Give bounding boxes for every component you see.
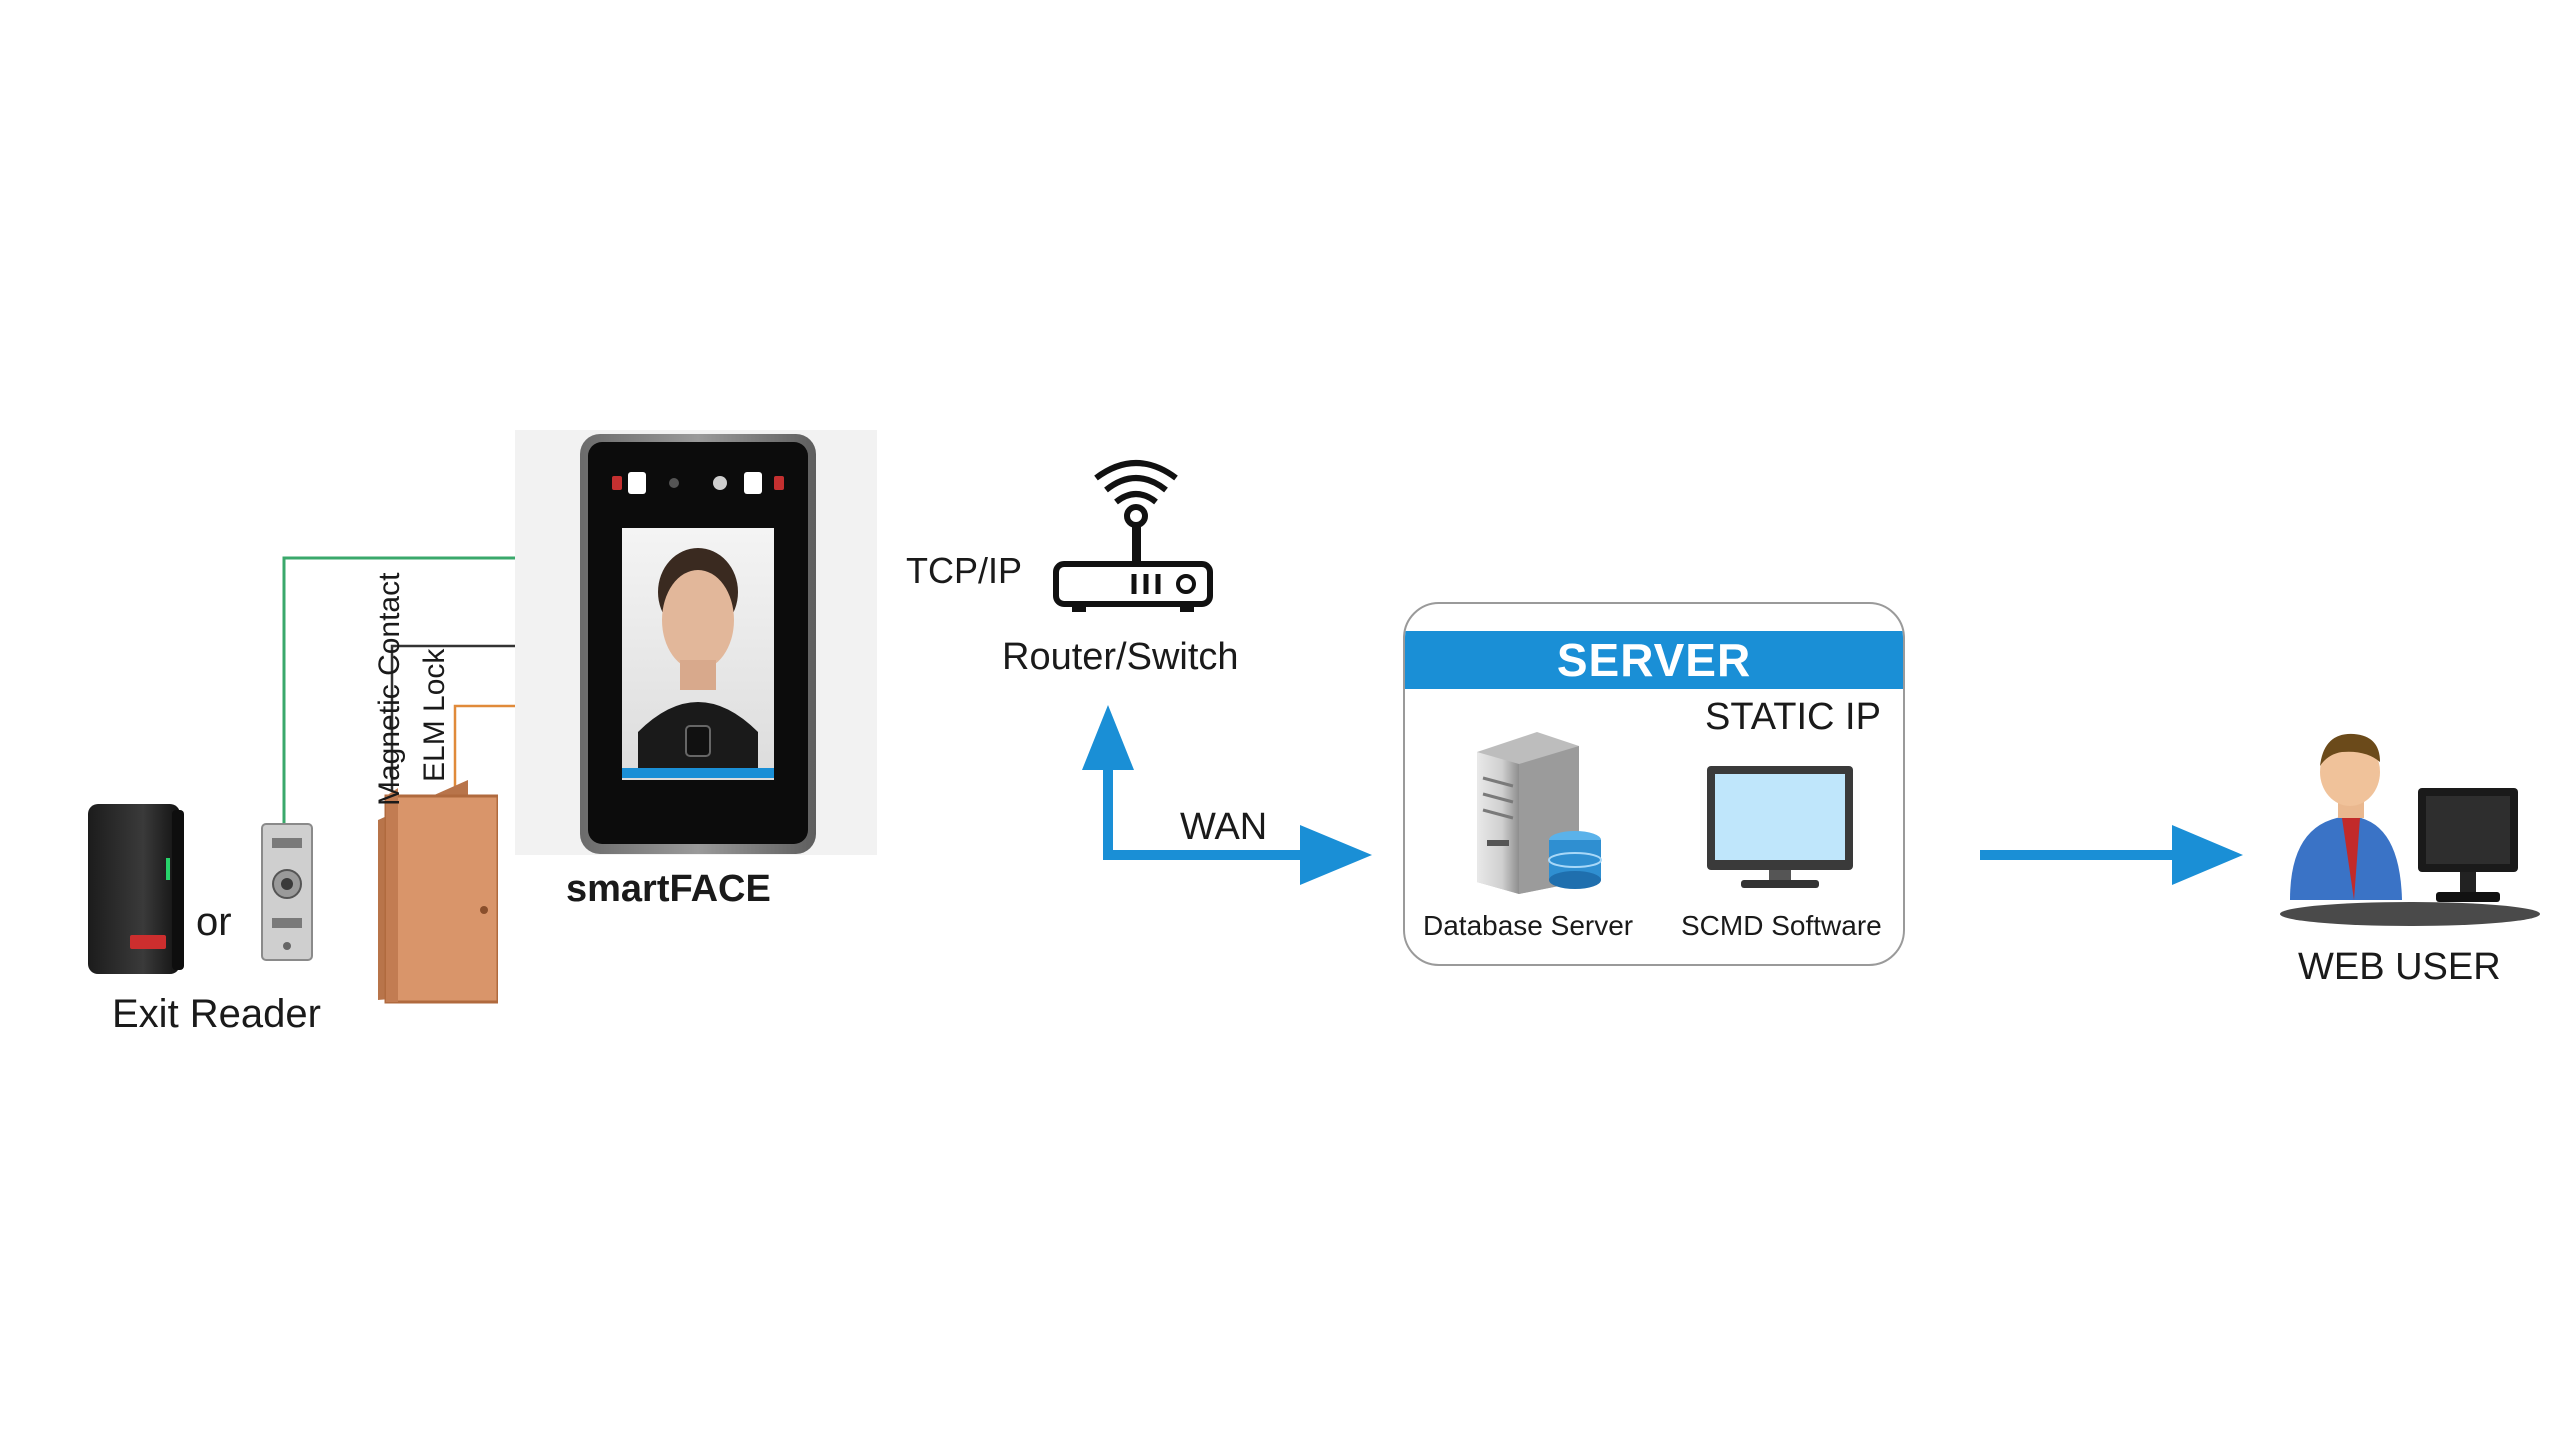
exit-button-icon [261, 823, 313, 961]
router-switch-label: Router/Switch [1002, 636, 1239, 678]
database-server-icon [1477, 732, 1602, 894]
web-user-label: WEB USER [2298, 946, 2501, 988]
server-title: SERVER [1405, 631, 1903, 689]
wan-arrow-right-head [1300, 825, 1372, 885]
router-icon [1053, 460, 1213, 612]
scmd-software-label: SCMD Software [1681, 910, 1882, 941]
magnetic-contact-label: Magnetic Contact [373, 572, 406, 806]
database-server-label: Database Server [1423, 910, 1634, 941]
or-label: or [196, 900, 232, 944]
smartface-device-icon [580, 434, 816, 854]
wan-label: WAN [1180, 806, 1268, 848]
wan-arrow-up-head [1082, 705, 1134, 770]
web-arrow-head [2172, 825, 2243, 885]
elm-lock-label: ELM Lock [418, 648, 451, 782]
wire-exit-button [282, 556, 610, 825]
server-box: SERVER STATIC IP Data [1403, 602, 1905, 966]
smartface-label: smartFACE [566, 868, 771, 910]
monitor-icon [1707, 766, 1853, 888]
card-reader-icon [88, 804, 184, 974]
door-icon [378, 780, 498, 1004]
tcpip-label: TCP/IP [906, 550, 1023, 591]
exit-reader-label: Exit Reader [112, 992, 321, 1036]
static-ip-label: STATIC IP [1705, 696, 1881, 738]
web-user-icon [2280, 733, 2540, 926]
wan-arrow-line [1103, 765, 1320, 860]
